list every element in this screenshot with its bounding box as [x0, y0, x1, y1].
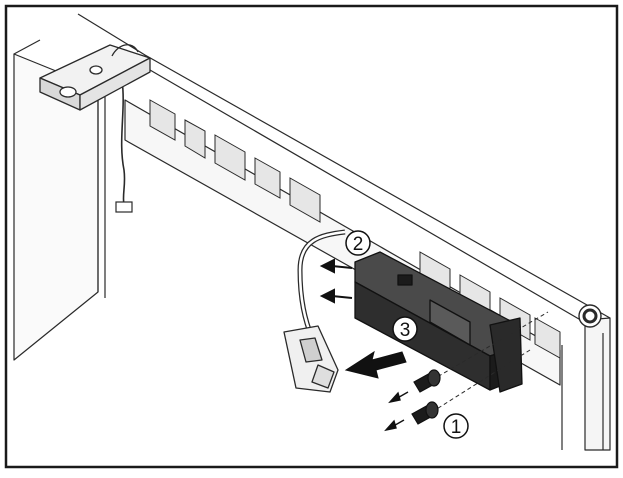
arrow-icon: [384, 391, 409, 432]
screw-guides: [431, 311, 549, 413]
knob: [578, 304, 602, 328]
screw-icon: [411, 369, 441, 425]
step-3-arrow: [344, 350, 407, 379]
callout-step-2-label: 2: [353, 234, 364, 255]
top-surface: [40, 14, 600, 300]
callout-step-2: 2: [345, 230, 371, 256]
plug-terminal: [283, 325, 339, 393]
callout-step-3-label: 3: [400, 320, 411, 341]
connector-icon: [115, 201, 133, 213]
callout-step-1-label: 1: [451, 417, 462, 438]
upper-cable: [120, 79, 126, 206]
sensor-module: [354, 251, 523, 393]
callout-step-3: 3: [392, 316, 418, 342]
hinge-bracket-icon: [39, 44, 151, 111]
callout-step-1: 1: [443, 413, 469, 439]
step-2-arrows: [319, 258, 353, 304]
